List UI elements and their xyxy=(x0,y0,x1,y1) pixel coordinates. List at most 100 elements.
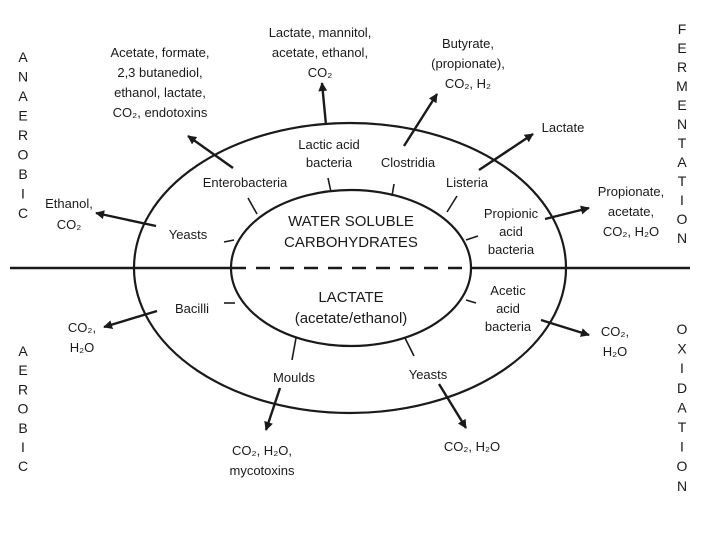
organism-clostridia: Clostridia xyxy=(381,155,436,170)
products-yeasts-upper-line-1: Ethanol, xyxy=(45,196,93,211)
side-label-letter: B xyxy=(18,420,27,436)
center-lower-line-2: (acetate/ethanol) xyxy=(295,310,408,327)
side-label-letter: I xyxy=(680,360,684,376)
organism-labels: Enterobacteria Lactic acid bacteria Clos… xyxy=(169,137,539,385)
arrow-yeasts-upper xyxy=(95,210,157,228)
side-label-letter: T xyxy=(678,173,687,189)
side-label-letter: A xyxy=(18,343,28,359)
organism-listeria: Listeria xyxy=(446,175,489,190)
side-label-letter: A xyxy=(18,88,28,104)
side-label-letter: E xyxy=(18,362,27,378)
outer-ellipse xyxy=(132,121,568,415)
side-label-letter: C xyxy=(18,458,28,474)
side-label-letter: N xyxy=(677,230,687,246)
organism-acetic-line-1: Acetic xyxy=(490,283,526,298)
arrow-listeria xyxy=(478,133,534,171)
side-label-letter: I xyxy=(680,439,684,455)
products-enterobacteria-line-3: ethanol, lactate, xyxy=(114,85,206,100)
organism-lactic-acid-bacteria-line-1: Lactic acid xyxy=(298,137,359,152)
products-lactic-line-2: acetate, ethanol, xyxy=(272,45,368,60)
products-acetic-line-2: H₂O xyxy=(603,344,628,359)
side-label-letter: A xyxy=(677,399,687,415)
products-propionic-line-2: acetate, xyxy=(608,204,654,219)
side-label-letter: I xyxy=(21,186,25,202)
side-label-letter: R xyxy=(677,59,687,75)
center-upper-line-1: WATER SOLUBLE xyxy=(288,213,414,230)
products-bacilli-line-1: CO₂, xyxy=(68,320,96,335)
side-label-letter: A xyxy=(18,49,28,65)
side-label-letter: D xyxy=(677,380,687,396)
organism-bacilli: Bacilli xyxy=(175,301,209,316)
organism-yeasts-lower: Yeasts xyxy=(409,367,448,382)
inner-ellipse xyxy=(229,188,473,348)
products-enterobacteria-line-1: Acetate, formate, xyxy=(111,45,210,60)
organism-propionic-line-1: Propionic xyxy=(484,206,539,221)
side-label-letter: T xyxy=(678,419,687,435)
side-label-letter: O xyxy=(18,147,29,163)
product-labels: Acetate, formate, 2,3 butanediol, ethano… xyxy=(45,25,664,478)
organism-propionic-line-3: bacteria xyxy=(488,242,535,257)
side-label-letter: O xyxy=(677,211,688,227)
side-label-letter: M xyxy=(676,78,688,94)
organism-moulds: Moulds xyxy=(273,370,315,385)
products-moulds-line-1: CO₂, H₂O, xyxy=(232,443,292,458)
products-yeasts-lower-line-1: CO₂, H₂O xyxy=(444,439,500,454)
side-label-letter: N xyxy=(18,69,28,85)
arrows xyxy=(95,82,590,431)
side-label-letter: I xyxy=(680,192,684,208)
organism-lactic-acid-bacteria-line-2: bacteria xyxy=(306,155,353,170)
side-label-letter: E xyxy=(18,108,27,124)
side-label-letter: I xyxy=(21,439,25,455)
products-listeria-line-1: Lactate xyxy=(542,120,585,135)
arrow-bacilli xyxy=(103,309,158,329)
products-clostridia-line-2: (propionate), xyxy=(431,56,505,71)
products-propionic-line-3: CO₂, H₂O xyxy=(603,224,659,239)
organism-acetic-line-2: acid xyxy=(496,301,520,316)
arrow-clostridia xyxy=(402,93,439,147)
side-label-letter: T xyxy=(678,135,687,151)
arrow-propionic-acid-bacteria xyxy=(544,205,590,221)
products-lactic-line-1: Lactate, mannitol, xyxy=(269,25,372,40)
products-lactic-line-3: CO₂ xyxy=(308,65,333,80)
products-enterobacteria-line-4: CO₂, endotoxins xyxy=(113,105,208,120)
products-moulds-line-2: mycotoxins xyxy=(229,463,295,478)
products-enterobacteria-line-2: 2,3 butanediol, xyxy=(117,65,202,80)
side-label-letter: O xyxy=(677,321,688,337)
side-label-letter: C xyxy=(18,205,28,221)
organism-yeasts-upper: Yeasts xyxy=(169,227,208,242)
products-clostridia-line-1: Butyrate, xyxy=(442,36,494,51)
side-label-letter: R xyxy=(18,127,28,143)
side-label-letter: N xyxy=(677,116,687,132)
arrow-lactic-acid-bacteria xyxy=(318,82,328,126)
side-label-letter: F xyxy=(678,21,687,37)
products-clostridia-line-3: CO₂, H₂ xyxy=(445,76,491,91)
side-label-letter: X xyxy=(677,341,687,357)
arrow-moulds xyxy=(264,387,282,431)
side-label-letter: E xyxy=(677,40,686,56)
products-bacilli-line-2: H₂O xyxy=(70,340,95,355)
arrow-yeasts-lower xyxy=(437,383,468,429)
organism-enterobacteria: Enterobacteria xyxy=(203,175,288,190)
side-label-letter: R xyxy=(18,381,28,397)
side-label-letter: O xyxy=(677,458,688,474)
side-label-letter: O xyxy=(18,401,29,417)
center-upper-line-2: CARBOHYDRATES xyxy=(284,234,418,251)
side-label-letter: B xyxy=(18,166,27,182)
arrow-acetic-acid-bacteria xyxy=(540,318,590,337)
side-label-letter: E xyxy=(677,97,686,113)
side-label-letter: A xyxy=(677,154,687,170)
products-acetic-line-1: CO₂, xyxy=(601,324,629,339)
spokes xyxy=(223,177,479,361)
center-lower-line-1: LACTATE xyxy=(318,289,383,306)
organism-acetic-line-3: bacteria xyxy=(485,319,532,334)
products-yeasts-upper-line-2: CO₂ xyxy=(57,217,82,232)
arrow-enterobacteria xyxy=(187,135,234,169)
